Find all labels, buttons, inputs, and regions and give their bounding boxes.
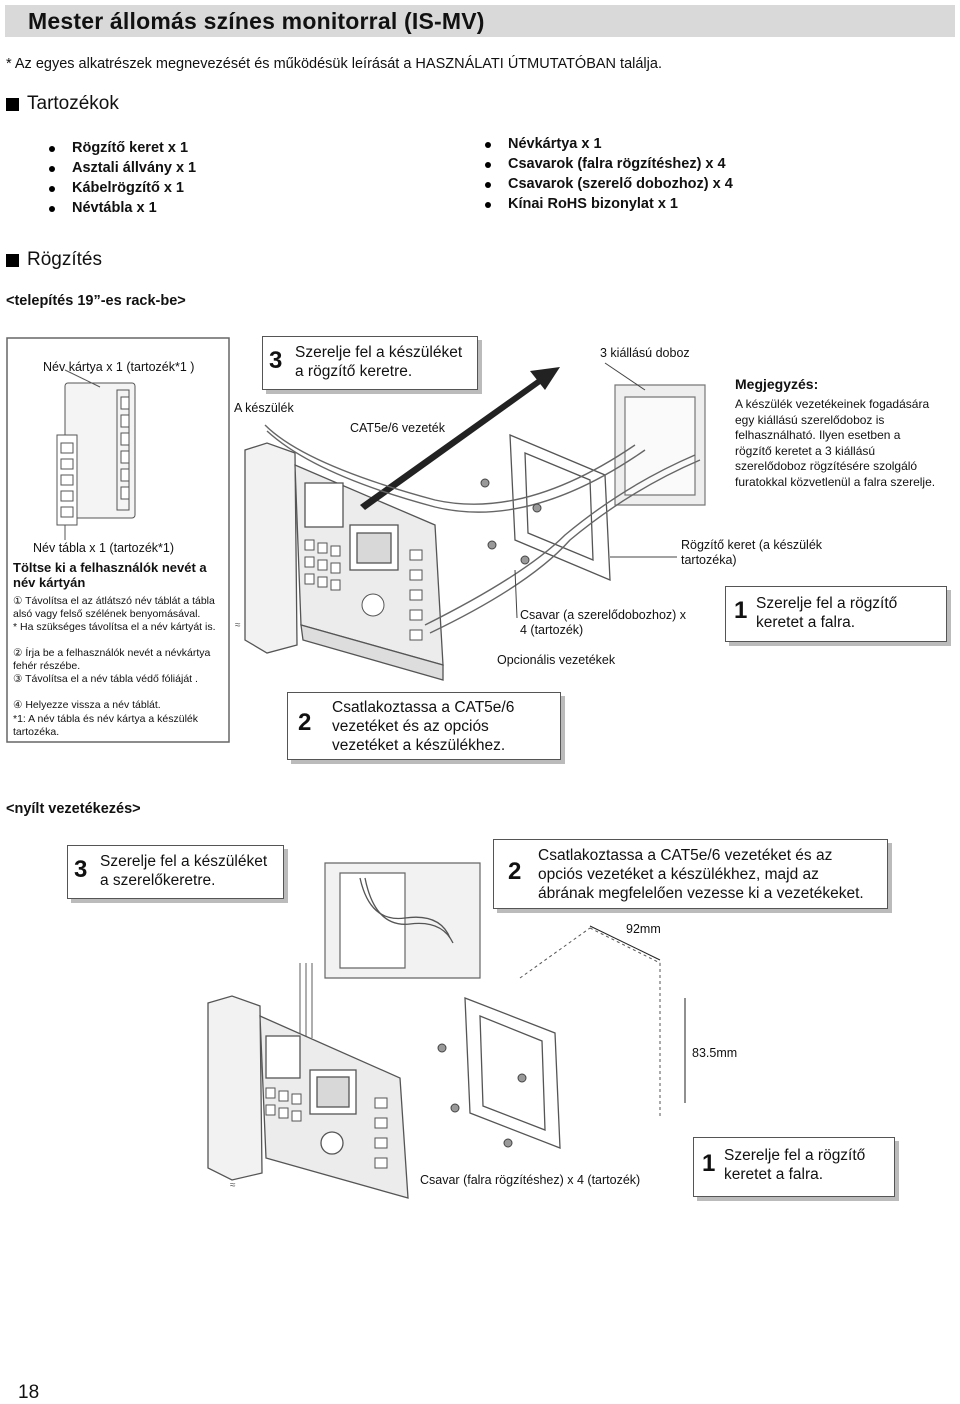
height-dimension: 83.5mm: [692, 1046, 738, 1060]
step3-box: 3 Szerelje fel a készüléket a szerelőker…: [67, 845, 284, 899]
list-item: Kábelrögzítő x 1: [44, 178, 196, 198]
step-number: 1: [702, 1150, 716, 1177]
step-text: Csatlakoztassa a CAT5e/6 vezetéket és az…: [538, 847, 864, 902]
step2-box: 2 Csatlakoztassa a CAT5e/6 vezetéket és …: [287, 692, 561, 760]
footnote: *1: A név tábla és név kártya a készülék…: [13, 713, 199, 738]
screw-label: Csavar (a szerelődobozhoz) x 4 (tartozék…: [520, 608, 687, 637]
list-item: Névtábla x 1: [44, 198, 196, 218]
mounting-heading: Rögzítés: [6, 249, 102, 271]
square-bullet-icon: [6, 253, 19, 267]
step-text: Szerelje fel a készüléket a rögzítő kere…: [295, 344, 463, 380]
instruction-note: * Ha szükséges távolítsa el a név kártyá…: [13, 621, 216, 633]
step-text: Csatlakoztassa a CAT5e/6 vezetéket és az…: [332, 699, 515, 754]
list-item: Csavarok (falra rögzítéshez) x 4: [480, 154, 733, 174]
cable-label: CAT5e/6 vezeték: [350, 421, 445, 435]
step-number: 3: [269, 347, 283, 374]
fill-names-heading: Töltse ki a felhasználók nevét a név kár…: [13, 560, 207, 590]
step1-box: 1 Szerelje fel a rögzítő keretet a falra…: [725, 586, 947, 642]
page-number: 18: [18, 1382, 40, 1403]
list-item: Asztali állvány x 1: [44, 158, 196, 178]
open-wiring-subheading: <nyílt vezetékezés>: [6, 801, 141, 817]
step1-box: 1 Szerelje fel a rögzítő keretet a falra…: [693, 1137, 895, 1197]
step-number: 2: [298, 709, 312, 736]
rack-installation-figure: ≈ Név kártya x 1 (tartozék*1 ) Név tábla…: [5, 335, 955, 765]
step-text: Szerelje fel a rögzítő keretet a falra.: [756, 595, 898, 631]
note-text: A készülék vezetékeinek fogadására egy k…: [735, 397, 936, 489]
open-wiring-figure: ≈ 3 Szerelje fel a készüléket a szerelők…: [60, 838, 900, 1203]
accessories-heading: Tartozékok: [6, 93, 119, 115]
list-item: Rögzítő keret x 1: [44, 138, 196, 158]
step-number: 3: [74, 856, 88, 883]
svg-text:≈: ≈: [235, 620, 241, 631]
optional-cable-label: Opcionális vezetékek: [497, 653, 616, 667]
list-item: Csavarok (szerelő dobozhoz) x 4: [480, 174, 733, 194]
step-number: 1: [734, 597, 748, 624]
note-heading: Megjegyzés:: [735, 376, 819, 392]
box-label: 3 kiállású doboz: [600, 346, 690, 360]
instruction-4: ④ Helyezze vissza a név táblát.: [13, 699, 161, 711]
frame-label: Rögzítő keret (a készülék tartozéka): [681, 538, 823, 567]
square-bullet-icon: [6, 97, 19, 111]
list-item: Kínai RoHS bizonylat x 1: [480, 194, 733, 214]
step2-box: 2 Csatlakoztassa a CAT5e/6 vezetéket és …: [493, 839, 888, 909]
rack-illustration: ≈: [6, 337, 706, 743]
rack-subheading: <telepítés 19”-es rack-be>: [6, 293, 186, 309]
namecard-label: Név kártya x 1 (tartozék*1 ): [43, 360, 195, 374]
svg-text:≈: ≈: [230, 1180, 236, 1191]
mounting-heading-text: Rögzítés: [27, 249, 102, 270]
width-dimension: 92mm: [626, 922, 661, 936]
device-label: A készülék: [234, 401, 294, 415]
accessories-heading-text: Tartozékok: [27, 93, 119, 114]
accessories-list-left: Rögzítő keret x 1 Asztali állvány x 1 Ká…: [44, 138, 196, 218]
instruction-2: ② Írja be a felhasználók nevét a névkárt…: [13, 647, 211, 672]
step3-box: 3 Szerelje fel a készüléket a rögzítő ke…: [262, 336, 478, 390]
instruction-1: ① Távolítsa el az átlátszó név táblát a …: [13, 595, 215, 620]
instruction-3: ③ Távolítsa el a név tábla védő fóliáját…: [13, 673, 198, 685]
accessories-list-right: Névkártya x 1 Csavarok (falra rögzítéshe…: [480, 134, 733, 214]
title-bar: [5, 5, 955, 37]
nameplate-label: Név tábla x 1 (tartozék*1): [33, 541, 175, 555]
step-text: Szerelje fel a rögzítő keretet a falra.: [724, 1147, 866, 1183]
page-title: Mester állomás színes monitorral (IS-MV): [28, 8, 485, 34]
open-wiring-illustration: ≈: [207, 862, 686, 1199]
step-number: 2: [508, 858, 522, 885]
screw-label: Csavar (falra rögzítéshez) x 4 (tartozék…: [420, 1173, 641, 1187]
step-text: Szerelje fel a készüléket a szerelőkeret…: [100, 853, 268, 889]
list-item: Névkártya x 1: [480, 134, 733, 154]
manual-note: * Az egyes alkatrészek megnevezését és m…: [6, 56, 662, 72]
